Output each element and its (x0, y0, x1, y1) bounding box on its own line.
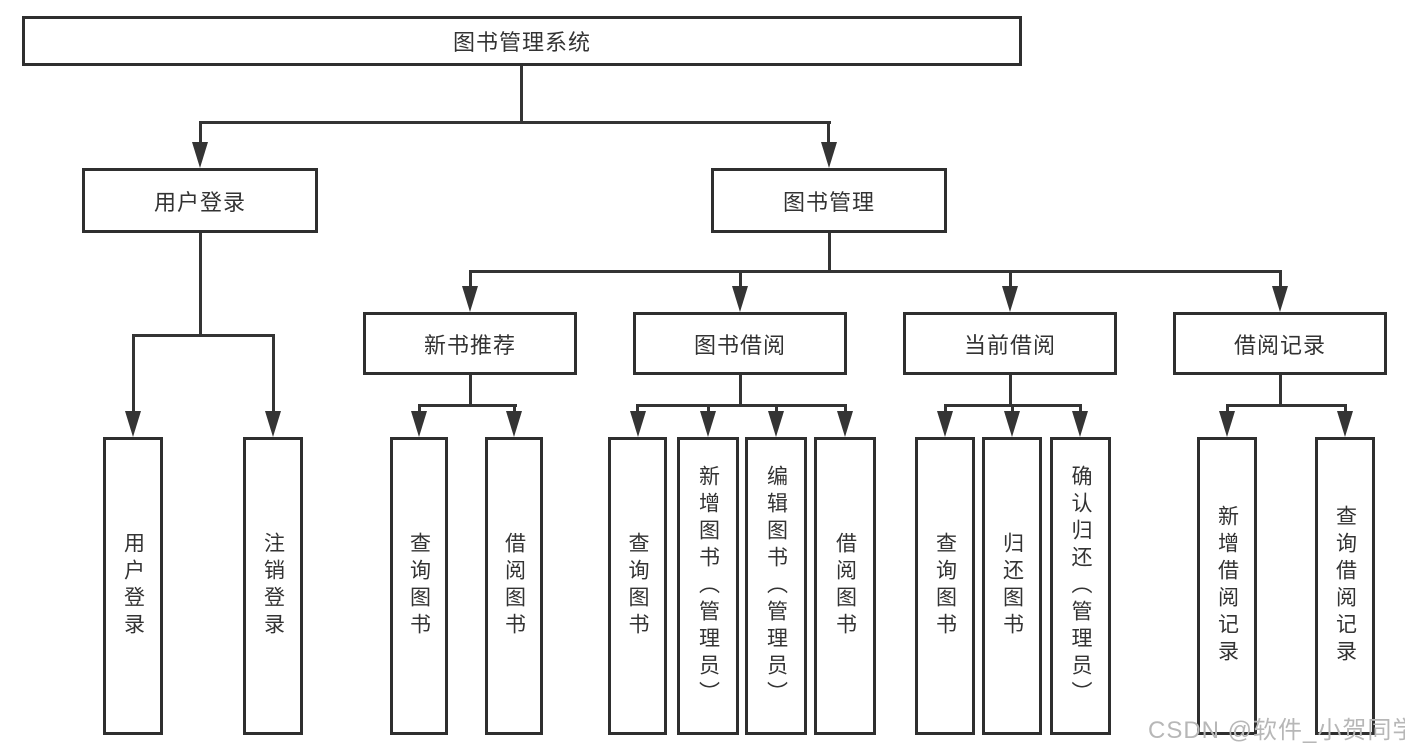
connector-line (1011, 404, 1014, 414)
connector-line (1009, 375, 1012, 407)
node-label: 用户登录 (121, 532, 145, 640)
arrow-down-icon (837, 411, 853, 437)
node-book-management: 图书管理 (711, 168, 947, 233)
arrow-down-icon (1337, 411, 1353, 437)
node-label: 图书管理 (782, 189, 875, 215)
csdn-watermark: CSDN @软件_小贺同学 (1148, 717, 1405, 744)
connector-line (1226, 404, 1229, 414)
node-label: 确认归还（管理员） (1069, 464, 1093, 708)
leaf-logout: 注销登录 (243, 437, 303, 735)
connector-line (1279, 270, 1282, 288)
arrow-down-icon (1072, 411, 1088, 437)
node-label: 归还图书 (1000, 532, 1024, 640)
arrow-down-icon (125, 411, 141, 437)
connector-line (520, 66, 523, 123)
arrow-down-icon (506, 411, 522, 437)
connector-line (469, 270, 1281, 273)
connector-line (828, 233, 831, 272)
node-label: 当前借阅 (963, 332, 1056, 358)
arrow-down-icon (462, 286, 478, 312)
leaf-borrowing-add-books-admin: 新增图书（管理员） (677, 437, 739, 735)
node-library-management-system: 图书管理系统 (22, 16, 1022, 66)
connector-line (827, 121, 830, 146)
connector-line (469, 270, 472, 288)
node-label: 图书借阅 (693, 332, 786, 358)
connector-line (844, 404, 847, 414)
node-label: 查询图书 (407, 532, 431, 640)
arrow-down-icon (1272, 286, 1288, 312)
connector-line (1279, 375, 1282, 407)
leaf-recommend-query-books: 查询图书 (390, 437, 448, 735)
connector-line (1226, 404, 1347, 407)
connector-line (469, 375, 472, 407)
arrow-down-icon (937, 411, 953, 437)
arrow-down-icon (1004, 411, 1020, 437)
node-label: 新增图书（管理员） (696, 464, 720, 708)
leaf-user-login: 用户登录 (103, 437, 163, 735)
node-label: 借阅图书 (833, 532, 857, 640)
arrow-down-icon (411, 411, 427, 437)
arrow-down-icon (265, 411, 281, 437)
connector-line (199, 233, 202, 336)
connector-line (636, 404, 847, 407)
node-book-borrowing: 图书借阅 (633, 312, 847, 375)
arrow-down-icon (630, 411, 646, 437)
node-user-login: 用户登录 (82, 168, 318, 233)
leaf-borrowing-query-books: 查询图书 (608, 437, 667, 735)
arrow-down-icon (192, 142, 208, 168)
connector-line (739, 270, 742, 288)
arrow-down-icon (732, 286, 748, 312)
connector-line (944, 404, 947, 414)
leaf-current-return-books: 归还图书 (982, 437, 1042, 735)
leaf-current-query-books: 查询图书 (915, 437, 975, 735)
leaf-current-confirm-return-admin: 确认归还（管理员） (1050, 437, 1111, 735)
node-label: 图书管理系统 (452, 30, 591, 55)
connector-line (707, 404, 710, 414)
arrow-down-icon (700, 411, 716, 437)
connector-line (513, 404, 516, 414)
node-label: 注销登录 (261, 532, 285, 640)
node-borrowing-records: 借阅记录 (1173, 312, 1387, 375)
arrow-down-icon (1002, 286, 1018, 312)
leaf-records-query-record: 查询借阅记录 (1315, 437, 1375, 735)
connector-line (272, 334, 275, 413)
connector-line (418, 404, 421, 414)
leaf-borrowing-borrow-books: 借阅图书 (814, 437, 876, 735)
connector-line (1344, 404, 1347, 414)
arrow-down-icon (768, 411, 784, 437)
connector-line (775, 404, 778, 414)
arrow-down-icon (1219, 411, 1235, 437)
node-label: 新增借阅记录 (1215, 505, 1239, 667)
leaf-recommend-borrow-books: 借阅图书 (485, 437, 543, 735)
connector-line (1009, 270, 1012, 288)
node-label: 编辑图书（管理员） (764, 464, 788, 708)
leaf-records-add-record: 新增借阅记录 (1197, 437, 1257, 735)
node-current-borrowing: 当前借阅 (903, 312, 1117, 375)
node-label: 查询图书 (933, 532, 957, 640)
connector-line (1079, 404, 1082, 414)
arrow-down-icon (821, 142, 837, 168)
node-label: 用户登录 (153, 189, 246, 215)
connector-line (418, 404, 517, 407)
connector-line (132, 334, 135, 413)
connector-line (636, 404, 639, 414)
node-label: 借阅记录 (1233, 332, 1326, 358)
node-new-book-recommend: 新书推荐 (363, 312, 577, 375)
node-label: 借阅图书 (502, 532, 526, 640)
leaf-borrowing-edit-books-admin: 编辑图书（管理员） (745, 437, 807, 735)
connector-line (199, 121, 831, 124)
connector-line (132, 334, 275, 337)
connector-line (739, 375, 742, 407)
connector-line (199, 121, 202, 146)
node-label: 新书推荐 (423, 332, 516, 358)
node-label: 查询借阅记录 (1333, 505, 1357, 667)
node-label: 查询图书 (626, 532, 650, 640)
